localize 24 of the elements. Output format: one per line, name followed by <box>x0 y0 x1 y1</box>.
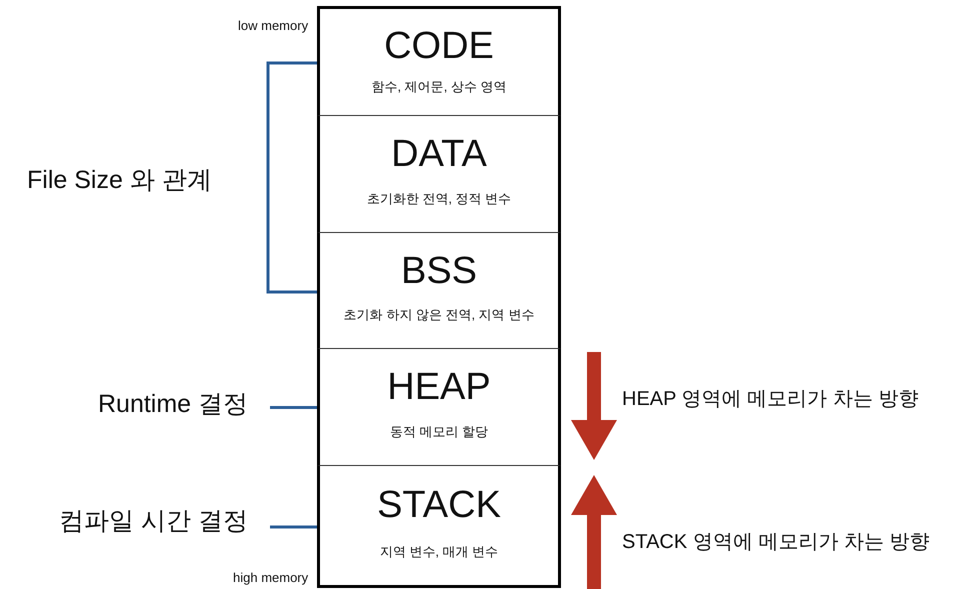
side-label: Runtime 결정 <box>98 389 248 419</box>
address-label: high memory <box>233 569 308 586</box>
segment-description: 함수, 제어문, 상수 영역 <box>371 79 507 96</box>
segment-description: 동적 메모리 할당 <box>390 424 488 440</box>
connector-line <box>270 406 317 409</box>
segment-title: DATA <box>391 132 487 176</box>
memory-segment <box>317 6 561 116</box>
memory-segment <box>317 466 561 588</box>
connector-line <box>270 526 317 528</box>
segment-description: 초기화 하지 않은 전역, 지역 변수 <box>344 307 534 324</box>
memory-segment <box>317 233 561 349</box>
memory-segment <box>317 349 561 466</box>
memory-segment <box>317 116 561 233</box>
segment-title: STACK <box>377 483 501 528</box>
segment-title: CODE <box>384 24 494 68</box>
side-label: 컴파일 시간 결정 <box>59 506 248 536</box>
direction-label: HEAP 영역에 메모리가 차는 방향 <box>622 387 918 411</box>
segment-title: BSS <box>400 249 478 294</box>
direction-label: STACK 영역에 메모리가 차는 방향 <box>622 530 930 554</box>
side-label: File Size 와 관계 <box>27 165 212 195</box>
segment-title: HEAP <box>387 365 491 410</box>
address-label: low memory <box>238 17 308 34</box>
segment-description: 지역 변수, 매개 변수 <box>380 544 498 560</box>
segment-description: 초기화한 전역, 정적 변수 <box>366 190 512 207</box>
